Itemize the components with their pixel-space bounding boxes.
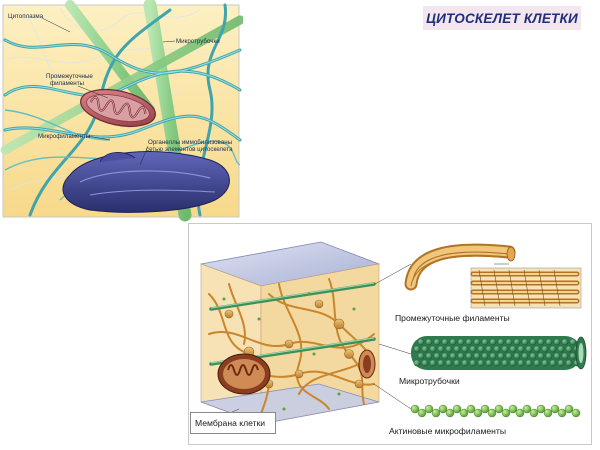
title-box: ЦИТОСКЕЛЕТ КЛЕТКИ <box>423 6 581 30</box>
label-actin-microfilaments: Актиновые микрофиламенты <box>389 426 506 436</box>
microtubule-tube <box>411 336 587 370</box>
intermediate-filament-bundle <box>404 243 516 291</box>
label-cytoplasm: Цитоплазма <box>8 13 44 20</box>
mitochondrion <box>80 88 156 128</box>
microtubule-end <box>358 349 376 379</box>
label-organelles-2: сетью элементов цитоскелета <box>146 146 233 153</box>
label-microfilaments-top: Микрофиламенты <box>38 133 91 140</box>
intermediate-filament-zoom <box>470 267 582 309</box>
label-organelles-1: Органеллы иммобилизованы <box>148 139 233 146</box>
cytoplasm-svg <box>0 0 243 222</box>
label-intermediate-top-2: филаменты <box>50 80 84 87</box>
page-title: ЦИТОСКЕЛЕТ КЛЕТКИ <box>426 10 578 26</box>
microfilament <box>4 109 111 141</box>
components-illustration: Промежуточные филаменты Микротрубочки Ак… <box>188 223 592 445</box>
actin-microfilament <box>410 404 581 418</box>
label-intermediate-top-1: Промежуточные <box>46 73 93 80</box>
components-svg <box>199 241 587 425</box>
label-intermediate-filaments: Промежуточные филаменты <box>395 313 510 323</box>
label-cell-membrane: Мембрана клетки <box>195 418 266 428</box>
microtubule-rod <box>65 0 155 115</box>
label-microtubules: Микротрубочки <box>399 376 460 386</box>
thin-fiber <box>59 7 201 32</box>
cell-membrane-label-box: Мембрана клетки <box>190 412 276 434</box>
nucleus <box>62 151 230 213</box>
label-microtubules-top: Микротрубочки <box>176 38 220 45</box>
mitochondrion-block <box>217 353 271 395</box>
cytoplasm-illustration: Цитоплазма Микротрубочки Промежуточные ф… <box>0 0 243 222</box>
